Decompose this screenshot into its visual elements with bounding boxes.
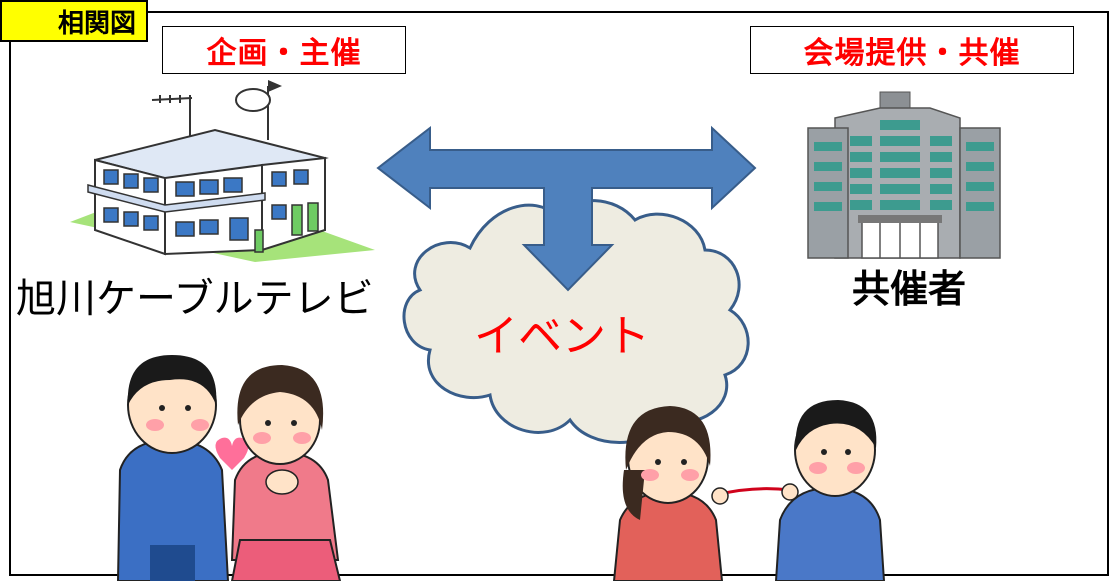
couple-illustration: [116, 355, 342, 581]
planner-role-label: 企画・主催: [206, 36, 362, 71]
event-label: イベント: [474, 311, 650, 362]
cosponsor-label: 共催者: [852, 267, 967, 311]
relationship-arrow: [376, 125, 757, 292]
diagram-title-tag: 相関図: [0, 0, 148, 42]
cable-tv-label: 旭川ケーブルテレビ: [16, 276, 374, 322]
planner-role-box: 企画・主催: [162, 26, 406, 74]
diagram-title: 相関図: [57, 8, 136, 39]
cable-tv-building-illustration: [70, 80, 375, 262]
cosponsor-building-illustration: [807, 91, 1001, 259]
red-string-couple-illustration: [612, 400, 886, 581]
event-cloud: [402, 199, 750, 444]
venue-role-label: 会場提供・共催: [803, 36, 1021, 71]
venue-role-box: 会場提供・共催: [750, 26, 1074, 74]
